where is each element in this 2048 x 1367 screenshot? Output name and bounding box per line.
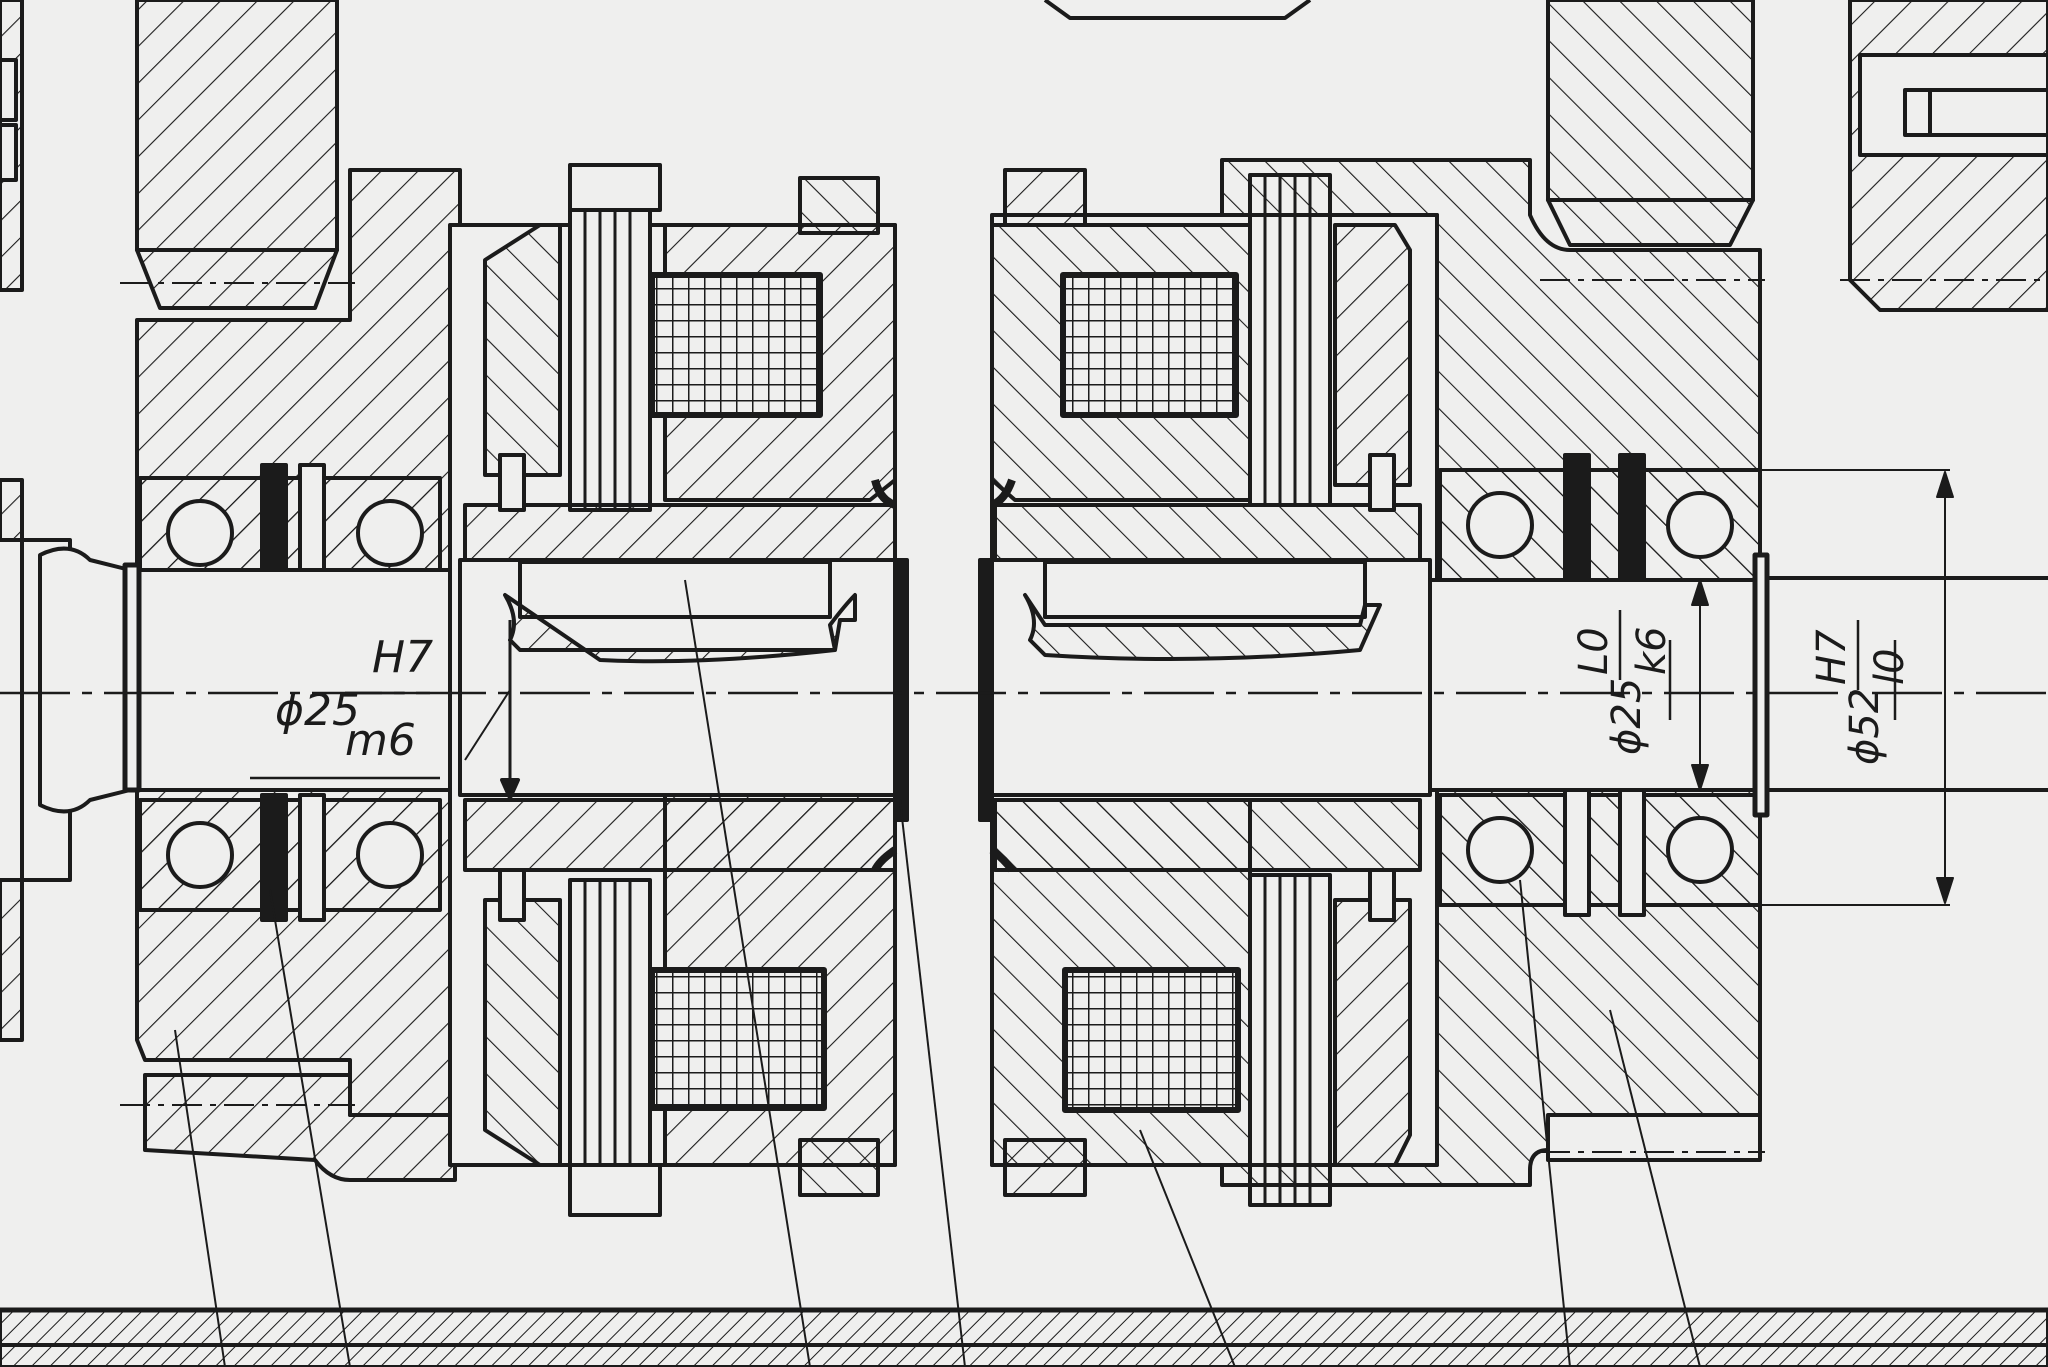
right-shaft-fit-label: ϕ25 L0 k6 <box>1571 610 1675 755</box>
left-shaft-lower: m6 <box>345 715 416 766</box>
leader-lines <box>174 579 1701 1367</box>
right-shaft-diameter: ϕ25 <box>1604 678 1650 755</box>
base-frame <box>0 1307 2048 1367</box>
housing-lower: l0 <box>1867 648 1913 685</box>
right-shaft-upper: L0 <box>1571 627 1617 675</box>
left-shaft-fit-label: ϕ25 H7 m6 <box>275 632 433 766</box>
left-shaft-upper: H7 <box>372 632 433 683</box>
right-clutch <box>978 168 1439 1207</box>
right-shaft <box>1428 552 2048 818</box>
right-bearings <box>1438 453 1762 917</box>
left-clutch <box>448 163 909 1217</box>
right-shaft-lower: k6 <box>1629 626 1675 675</box>
top-gear-part <box>1043 0 1312 20</box>
left-bearings <box>138 463 442 922</box>
housing-upper: H7 <box>1809 629 1855 685</box>
far-right-part <box>1840 0 2048 312</box>
housing-diameter: ϕ52 <box>1842 688 1888 765</box>
left-shaft <box>38 546 462 814</box>
housing-fit-label: ϕ52 H7 l0 <box>1809 620 1913 765</box>
